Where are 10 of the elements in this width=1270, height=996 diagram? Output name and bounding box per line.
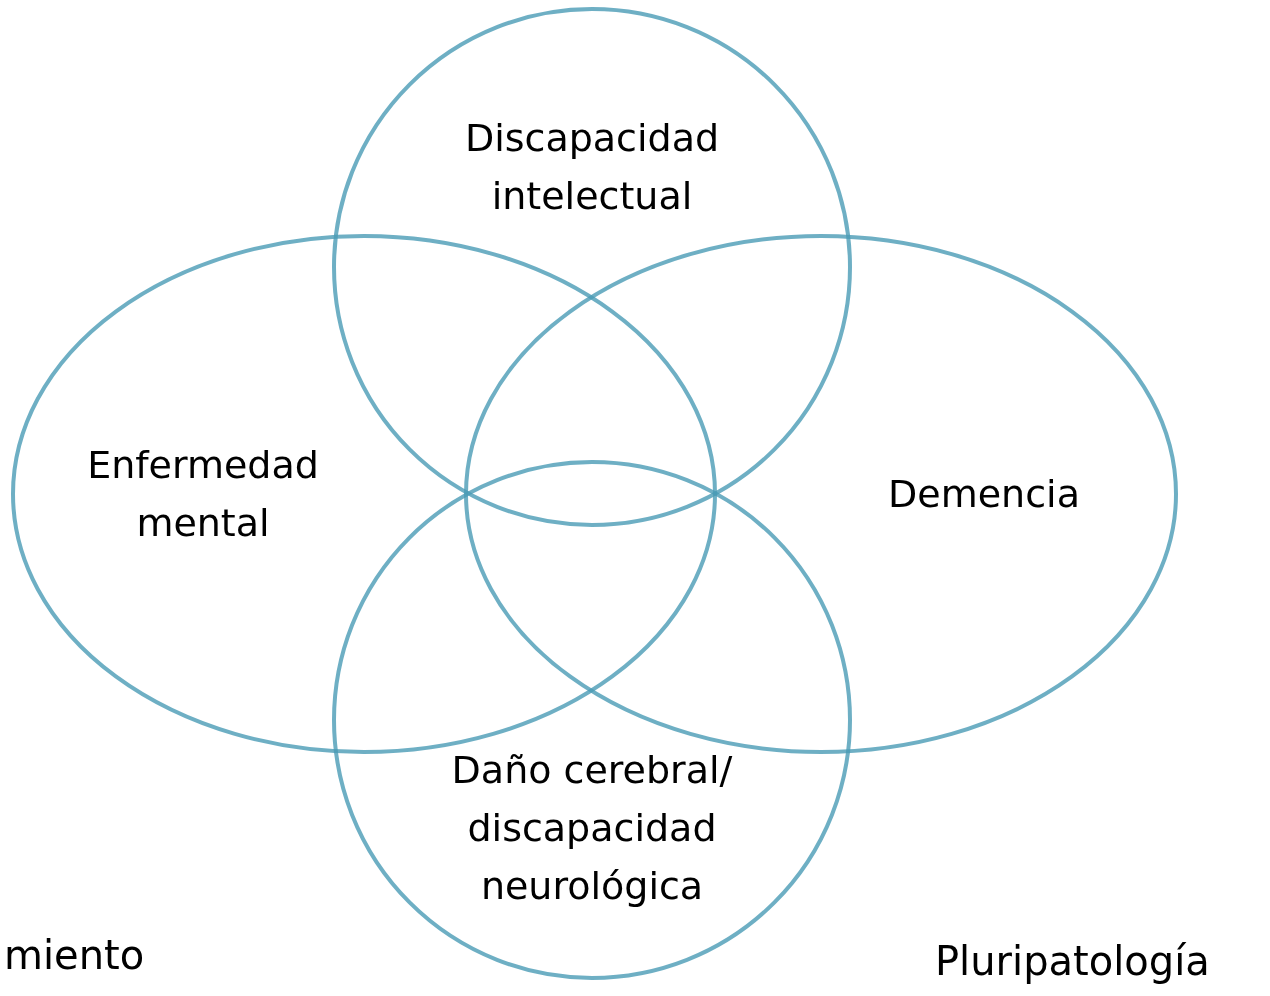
venn-ellipse: [13, 236, 715, 752]
venn-ellipse: [334, 9, 850, 525]
set-label: Enfermedad mental: [86, 442, 320, 547]
outer-label: miento: [4, 932, 145, 978]
set-label: Demencia: [887, 471, 1081, 518]
venn-ellipse: [466, 236, 1176, 752]
set-label: Daño cerebral/ discapacidad neurológica: [450, 747, 734, 910]
outer-label: Pluripatología: [935, 938, 1210, 984]
venn-ellipse: [334, 462, 850, 978]
set-label: Discapacidad intelectual: [463, 115, 721, 220]
